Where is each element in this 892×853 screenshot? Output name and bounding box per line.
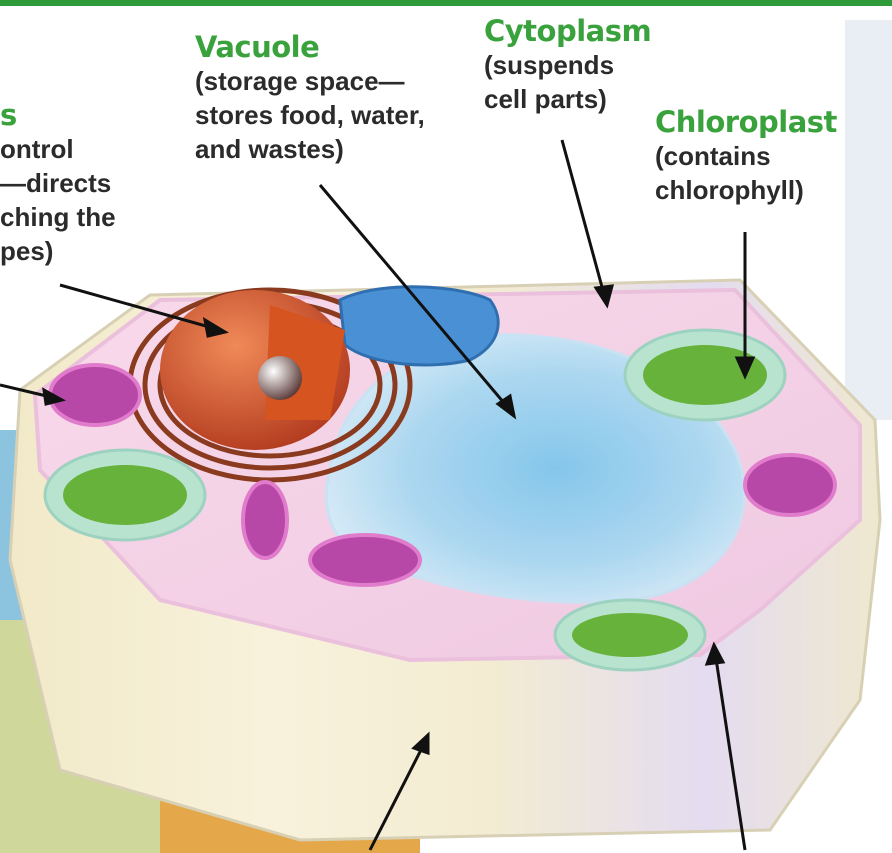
- nucleus-desc-line-2: —directs: [0, 166, 116, 200]
- nucleus-label: s ontrol —directs ching the pes): [0, 98, 116, 268]
- chloroplast-label: Chloroplast (contains chlorophyll): [655, 105, 837, 207]
- cytoplasm-label: Cytoplasm (suspends cell parts): [484, 14, 651, 116]
- vacuole-desc-line-2: stores food, water,: [195, 98, 425, 132]
- nucleolus: [258, 356, 302, 400]
- vacuole-title: Vacuole: [195, 30, 425, 64]
- cytoplasm-desc-line-2: cell parts): [484, 82, 651, 116]
- nucleus-desc-line-3: ching the: [0, 200, 116, 234]
- cytoplasm-desc-line-1: (suspends: [484, 48, 651, 82]
- vacuole-desc-line-1: (storage space—: [195, 64, 425, 98]
- vacuole-desc-line-3: and wastes): [195, 132, 425, 166]
- chloroplast-desc-line-1: (contains: [655, 139, 837, 173]
- background-panel: [845, 20, 892, 420]
- chloroplast-title: Chloroplast: [655, 105, 837, 139]
- chloroplast-desc-line-2: chlorophyll): [655, 173, 837, 207]
- vacuole-label: Vacuole (storage space— stores food, wat…: [195, 30, 425, 166]
- nucleus-title: s: [0, 98, 116, 132]
- nucleus-desc-line-1: ontrol: [0, 132, 116, 166]
- cytoplasm-title: Cytoplasm: [484, 14, 651, 48]
- nucleus-desc-line-4: pes): [0, 234, 116, 268]
- golgi-body: [340, 287, 498, 365]
